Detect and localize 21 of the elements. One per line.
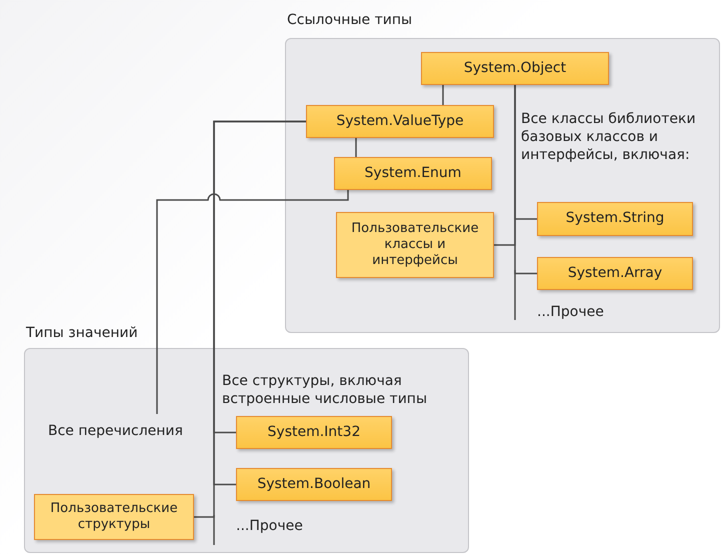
custom-type-box: Пользовательские классы и интерфейсы [336,212,494,278]
connector-line [442,85,444,105]
more-note: ...Прочее [236,517,304,536]
panel-heading: Типы значений [26,325,138,341]
connector-line [156,190,349,414]
type-box: System.Enum [334,157,492,190]
description-note: Все структуры, включая встроенные числовые типы [222,372,428,408]
type-box: System.Object [421,52,609,85]
type-box: System.Boolean [236,468,392,501]
type-box: System.ValueType [306,105,494,138]
type-box: System.String [537,202,693,236]
connector-line [194,120,306,518]
custom-type-box: Пользовательские структуры [34,494,194,540]
connector-line [355,138,357,157]
more-note: ...Прочее [537,303,605,322]
description-note: Все классы библиотеки базовых классов и интерфейсы, включая: [521,110,697,165]
connector-line [514,85,537,274]
enum-note: Все перечисления [48,420,208,442]
panel-heading: Ссылочные типы [287,12,412,28]
type-box: System.Array [537,257,693,290]
type-box: System.Int32 [236,416,392,449]
